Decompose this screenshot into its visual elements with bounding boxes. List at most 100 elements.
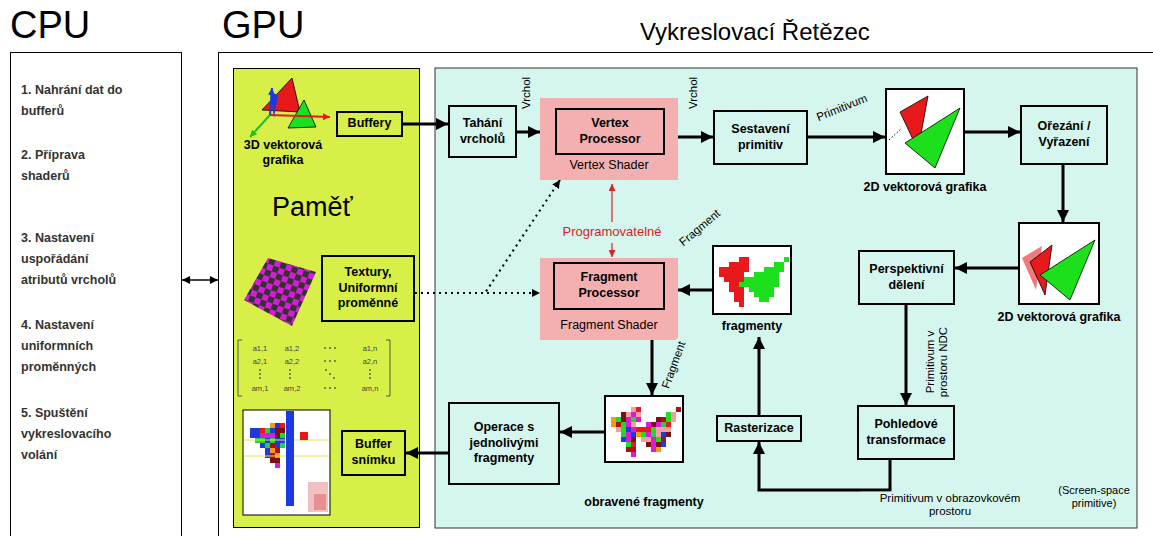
- processor-box: Vertex Processor: [555, 108, 665, 155]
- step-item: 4. Nastavení uniformních proměnných: [21, 315, 121, 378]
- picture-caption: fragmenty: [712, 319, 792, 334]
- picture-caption: 2D vektorová grafika: [994, 310, 1124, 325]
- edge-label: Fragment: [675, 206, 724, 250]
- memory-box: Buffer snímku: [341, 430, 406, 476]
- pipeline-ground: [435, 68, 1137, 528]
- process-box: Perspektivní dělení: [858, 250, 955, 305]
- box-label: Vertex Processor: [560, 116, 660, 147]
- framebuffer-picture: [243, 410, 330, 515]
- memory-ground: [233, 68, 420, 528]
- pixel-fragments: [244, 257, 789, 512]
- matrix-cell: am,n: [362, 384, 379, 393]
- box-label: Perspektivní dělení: [863, 262, 950, 293]
- process-box: Rasterizace: [716, 415, 802, 442]
- box-label: Operace s jednolivými fragmenty: [453, 420, 555, 467]
- step-item: 1. Nahrání dat do bufferů: [21, 80, 151, 122]
- box-label: Textury, Uniformní proměnné: [326, 265, 410, 312]
- shader-region: Fragment ProcessorFragment Shader: [540, 258, 678, 340]
- box-label: Buffer snímku: [346, 437, 401, 468]
- shader-region: Vertex ProcessorVertex Shader: [540, 98, 678, 180]
- picture-frame: fragmenty: [712, 245, 792, 315]
- box-label: Pohledové transformace: [862, 417, 950, 448]
- box-label: Tahání vrcholů: [453, 116, 512, 147]
- matrix-symbol: [238, 340, 390, 396]
- step-item: 5. Spuštění vykreslovacího volání: [21, 403, 121, 466]
- processor-box: Fragment Processor: [553, 262, 665, 310]
- matrix-cell: am,2: [284, 384, 301, 393]
- pipeline-arrow: [955, 267, 1018, 270]
- frame-ground: [885, 88, 965, 175]
- matrix-cell: a1,1: [253, 344, 268, 353]
- frame-ground: [712, 245, 792, 315]
- box-label: Rasterizace: [721, 421, 797, 437]
- memory-panel: BufferyTextury, Uniformní proměnnéBuffer…: [233, 68, 420, 528]
- edge-label: Fragment: [659, 338, 690, 393]
- edge-label: Vrchol: [687, 75, 700, 111]
- box-label: Sestavení primitiv: [718, 122, 803, 153]
- process-box: Tahání vrcholů: [448, 105, 517, 158]
- edge-label: Primitivum v obrazovkovém prostoru: [861, 492, 1040, 518]
- pipeline-arrow: [678, 289, 712, 292]
- picture-frame: 2D vektorová grafika: [885, 88, 965, 175]
- process-box: Operace s jednolivými fragmenty: [448, 402, 560, 485]
- edge-label: Primitivum v prostoru NDC: [924, 323, 950, 402]
- callout-arrow: [611, 184, 612, 222]
- pipeline-arrow: [905, 305, 908, 405]
- edge-label: Primitivum: [813, 91, 871, 125]
- picture-caption: 2D vektorová grafika: [860, 180, 990, 195]
- programmable-ground: [540, 98, 678, 180]
- box-label: Buffery: [341, 116, 398, 132]
- memory-box: Textury, Uniformní proměnné: [321, 255, 415, 322]
- box-label: Fragment Processor: [558, 270, 660, 301]
- gpu-panel: BufferyTextury, Uniformní proměnnéBuffer…: [218, 52, 1153, 536]
- pipeline-arrow: [965, 131, 1020, 134]
- process-box: Pohledové transformace: [857, 405, 955, 460]
- pipeline-arrow: [759, 442, 890, 490]
- texture-plane: [244, 258, 316, 326]
- pipeline-heading: Vykreslovací Řetězec: [640, 18, 870, 47]
- frame-ground: [604, 395, 684, 463]
- callout-label: Programovatelné: [563, 224, 662, 240]
- pipeline-arrow: [678, 136, 713, 139]
- step-item: 2. Příprava shaderů: [21, 145, 131, 187]
- callout-arrow: [611, 243, 612, 257]
- pipeline-arrow: [651, 340, 654, 395]
- pipeline-arrow: [517, 131, 540, 134]
- frame-ground: [1018, 222, 1100, 305]
- edge-label: Vrchol: [520, 75, 533, 111]
- vector-2d-clipped-picture: [1022, 240, 1095, 300]
- pipeline-arrow: [560, 431, 604, 434]
- matrix-cell: a2,1: [253, 357, 268, 366]
- note-label: (Screen-space primitive): [1052, 484, 1136, 510]
- picture-frame: obravené fragmenty: [604, 395, 684, 463]
- data-flow-arrow: [415, 180, 560, 293]
- shader-label: Fragment Shader: [540, 318, 678, 333]
- picture-caption: 3D vektorová grafika: [233, 138, 333, 168]
- panel-heading: CPU: [10, 3, 90, 49]
- vector-2d-picture: [889, 96, 960, 168]
- process-box: Sestavení primitiv: [713, 110, 808, 165]
- panel-heading: Paměť: [272, 191, 353, 223]
- matrix-cell: a1,n: [363, 344, 378, 353]
- pipeline-arrow: [406, 452, 448, 455]
- pipeline-arrow: [758, 337, 761, 415]
- shader-label: Vertex Shader: [540, 158, 678, 173]
- matrix-cell: a2,n: [363, 357, 378, 366]
- programmable-ground: [540, 258, 678, 340]
- matrix-cell: a2,2: [285, 357, 300, 366]
- matrix-cell: a1,2: [285, 344, 300, 353]
- pipeline-arrow: [403, 123, 448, 126]
- picture-caption: obravené fragmenty: [574, 495, 714, 510]
- process-box: Buffery: [336, 111, 403, 137]
- pipeline-arrow: [182, 279, 218, 281]
- box-label: Ořezání / Vyřazení: [1025, 119, 1103, 150]
- panel-heading: GPU: [222, 3, 304, 49]
- step-item: 3. Nastavení uspořádání atributů vrcholů: [21, 228, 121, 291]
- pipeline-arrow: [1062, 165, 1065, 222]
- matrix-cell: am,1: [252, 384, 269, 393]
- process-box: Ořezání / Vyřazení: [1020, 105, 1108, 165]
- cpu-panel: CPU1. Nahrání dat do bufferů2. Příprava …: [10, 52, 182, 536]
- pipeline-arrow: [808, 136, 885, 139]
